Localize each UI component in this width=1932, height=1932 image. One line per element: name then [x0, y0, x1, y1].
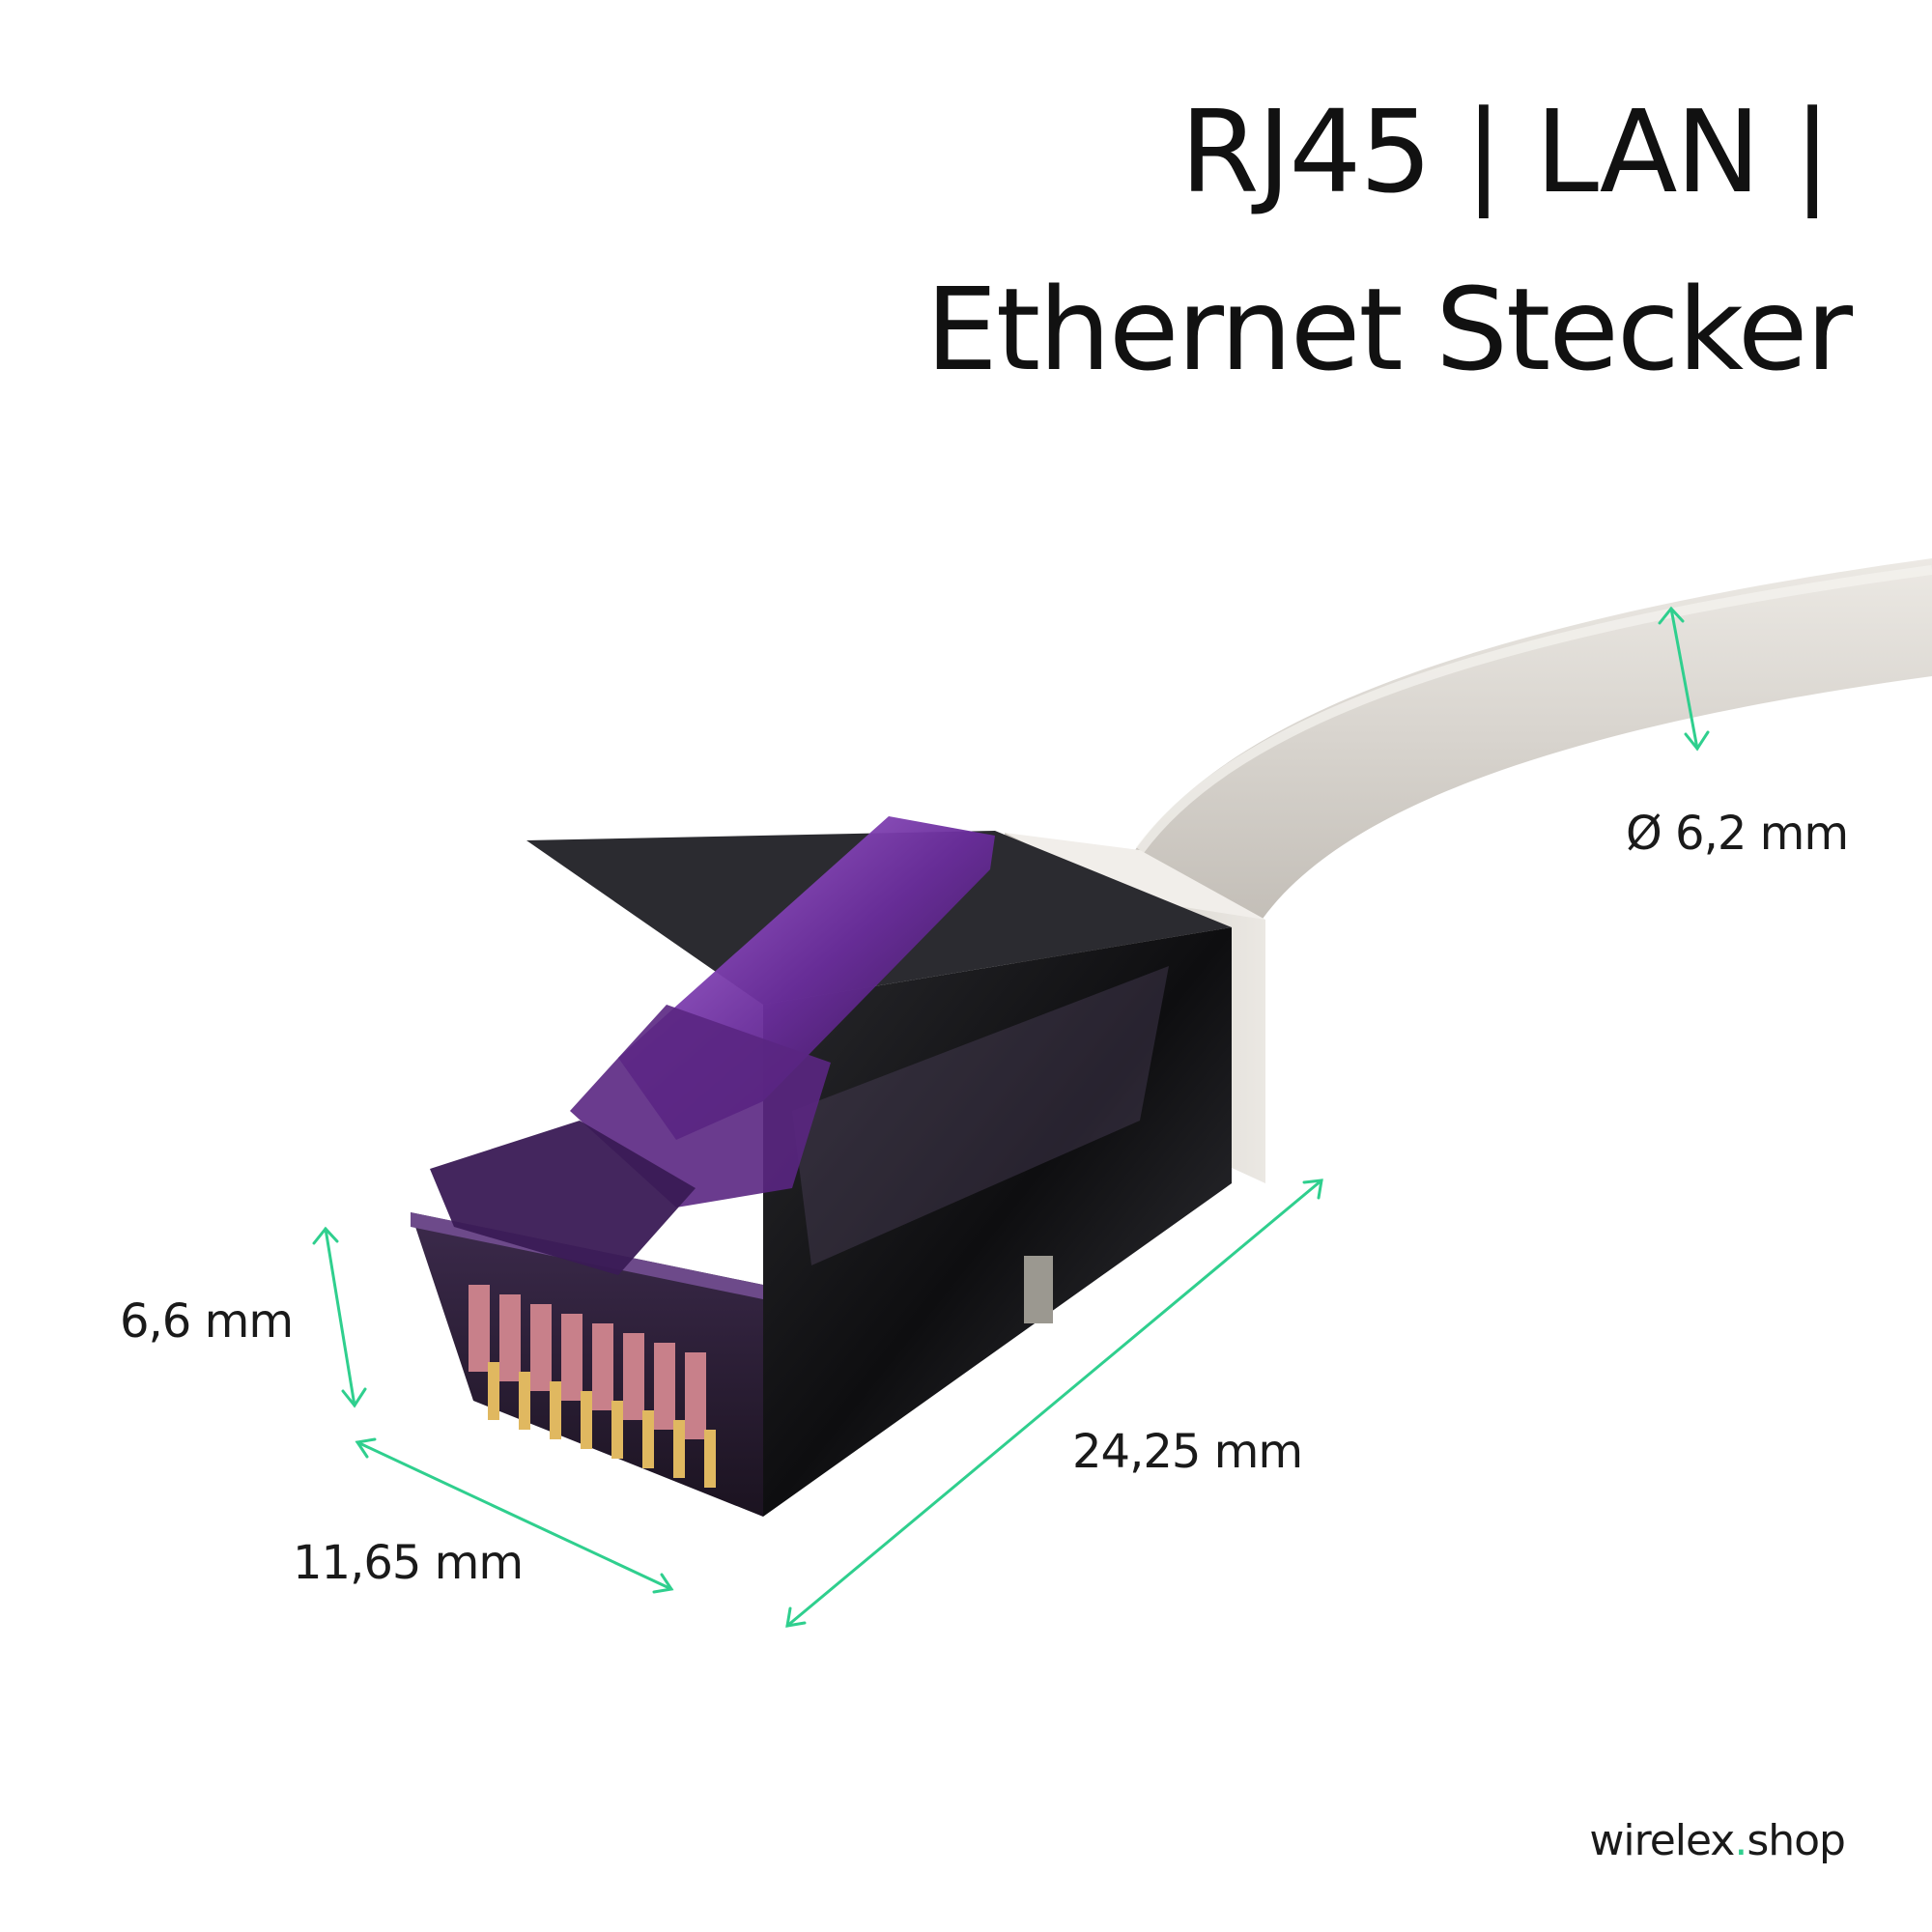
dimension-arrows [312, 606, 1710, 1628]
contact-pins [469, 1285, 716, 1488]
label-cable-diameter: Ø 6,2 mm [1626, 807, 1849, 861]
brand-name: wirelex [1589, 1816, 1735, 1865]
label-height: 6,6 mm [120, 1294, 294, 1349]
brand-tld: shop [1747, 1816, 1846, 1865]
arrow-length [785, 1179, 1323, 1628]
arrow-height [324, 1227, 356, 1407]
title-line-1: RJ45 | LAN | [1179, 85, 1832, 218]
brand-url: wirelex.shop [1589, 1816, 1846, 1865]
label-length: 24,25 mm [1072, 1425, 1303, 1479]
arrow-width [355, 1440, 673, 1591]
arrow-cable-diameter [1669, 607, 1699, 751]
cable [1135, 558, 1932, 956]
shield-side [763, 927, 1232, 1517]
title-line-2: Ethernet Stecker [925, 263, 1853, 396]
label-width: 11,65 mm [293, 1536, 524, 1590]
brand-dot: . [1734, 1816, 1747, 1865]
